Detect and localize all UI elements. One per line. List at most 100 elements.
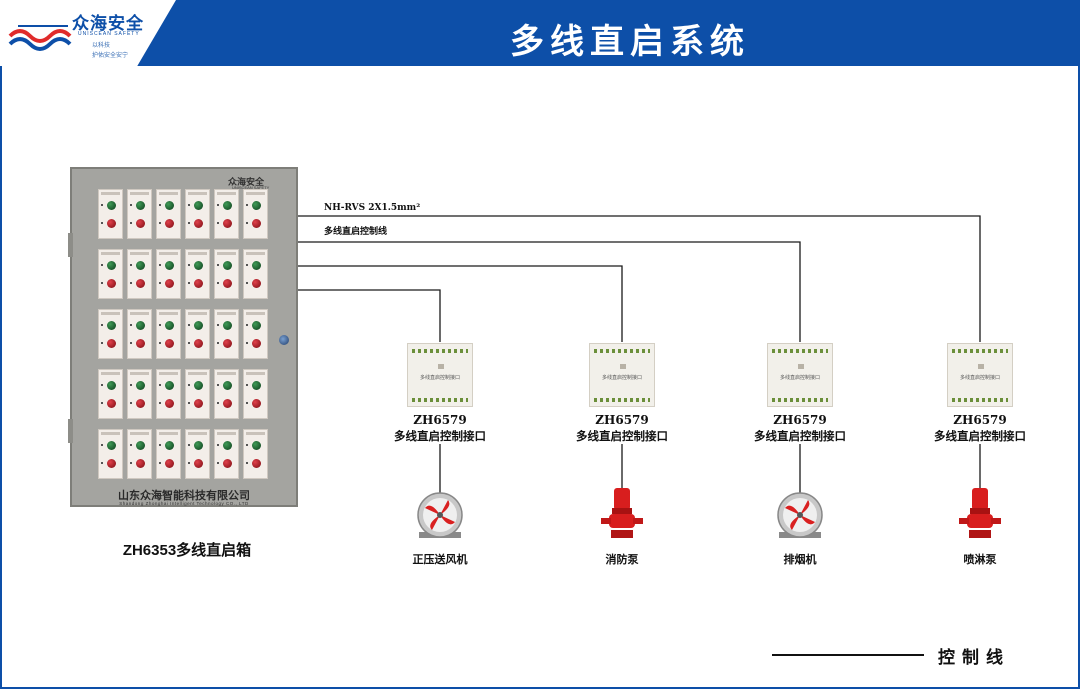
start-button-icon[interactable]	[165, 321, 174, 330]
stop-button-icon[interactable]	[223, 459, 232, 468]
start-button-icon[interactable]	[165, 201, 174, 210]
indicator-dot-icon	[188, 324, 190, 326]
stop-button-icon[interactable]	[107, 459, 116, 468]
start-button-icon[interactable]	[136, 201, 145, 210]
stop-button-icon[interactable]	[252, 339, 261, 348]
start-button-icon[interactable]	[194, 201, 203, 210]
start-button-icon[interactable]	[107, 381, 116, 390]
stop-button-icon[interactable]	[136, 279, 145, 288]
start-button-icon[interactable]	[252, 201, 261, 210]
module-label-plate	[217, 372, 236, 375]
device-label-2: 多线直启控制接口	[576, 431, 668, 443]
device-panel-text: 多线直启控制接口	[779, 375, 820, 381]
stop-button-icon[interactable]	[194, 219, 203, 228]
start-button-icon[interactable]	[194, 381, 203, 390]
module-label-plate	[159, 312, 178, 315]
stop-button-icon[interactable]	[136, 219, 145, 228]
start-button-icon[interactable]	[223, 261, 232, 270]
control-module	[98, 369, 123, 419]
device-label-1: 多线直启控制接口	[394, 431, 486, 443]
device-model-3: ZH6579	[773, 413, 827, 427]
stop-button-icon[interactable]	[107, 399, 116, 408]
start-button-icon[interactable]	[223, 201, 232, 210]
start-button-icon[interactable]	[194, 261, 203, 270]
start-button-icon[interactable]	[107, 441, 116, 450]
start-button-icon[interactable]	[194, 441, 203, 450]
indicator-dot-icon	[159, 222, 161, 224]
control-module	[156, 249, 181, 299]
stop-button-icon[interactable]	[223, 339, 232, 348]
start-button-icon[interactable]	[165, 381, 174, 390]
start-button-icon[interactable]	[223, 441, 232, 450]
stop-button-icon[interactable]	[223, 399, 232, 408]
terminal-row	[952, 398, 1008, 402]
control-module	[185, 189, 210, 239]
module-label-plate	[159, 372, 178, 375]
wire-type-label: 多线直启控制线	[324, 226, 388, 236]
pump-icon	[601, 488, 643, 538]
start-button-icon[interactable]	[107, 201, 116, 210]
start-button-icon[interactable]	[136, 261, 145, 270]
logo-slogan-1: 以科技	[92, 43, 111, 49]
module-label-plate	[217, 312, 236, 315]
start-button-icon[interactable]	[107, 321, 116, 330]
stop-button-icon[interactable]	[136, 339, 145, 348]
start-button-icon[interactable]	[252, 261, 261, 270]
stop-button-icon[interactable]	[194, 399, 203, 408]
stop-button-icon[interactable]	[136, 459, 145, 468]
start-button-icon[interactable]	[107, 261, 116, 270]
indicator-icon	[438, 364, 444, 369]
stop-button-icon[interactable]	[194, 459, 203, 468]
start-button-icon[interactable]	[136, 321, 145, 330]
indicator-dot-icon	[130, 462, 132, 464]
indicator-dot-icon	[130, 222, 132, 224]
stop-button-icon[interactable]	[165, 339, 174, 348]
start-button-icon[interactable]	[223, 381, 232, 390]
indicator-dot-icon	[246, 282, 248, 284]
stop-button-icon[interactable]	[252, 219, 261, 228]
start-button-icon[interactable]	[194, 321, 203, 330]
stop-button-icon[interactable]	[194, 339, 203, 348]
stop-button-icon[interactable]	[252, 459, 261, 468]
stop-button-icon[interactable]	[165, 399, 174, 408]
control-cabinet: 众海安全 UNISCEAN SAFETY 山东众海智能科技有限公司 Shando…	[68, 167, 298, 507]
control-module	[214, 249, 239, 299]
indicator-dot-icon	[188, 402, 190, 404]
legend-line-sample	[772, 654, 924, 656]
start-button-icon[interactable]	[252, 381, 261, 390]
module-label-plate	[188, 312, 207, 315]
stop-button-icon[interactable]	[107, 279, 116, 288]
start-button-icon[interactable]	[252, 321, 261, 330]
control-module	[98, 249, 123, 299]
device-panel-text: 多线直启控制接口	[601, 375, 642, 381]
stop-button-icon[interactable]	[223, 279, 232, 288]
module-label-plate	[246, 252, 265, 255]
stop-button-icon[interactable]	[136, 399, 145, 408]
indicator-dot-icon	[217, 342, 219, 344]
stop-button-icon[interactable]	[165, 459, 174, 468]
terminal-row	[412, 349, 468, 353]
start-button-icon[interactable]	[223, 321, 232, 330]
indicator-dot-icon	[101, 462, 103, 464]
stop-button-icon[interactable]	[107, 339, 116, 348]
stop-button-icon[interactable]	[165, 219, 174, 228]
start-button-icon[interactable]	[165, 261, 174, 270]
stop-button-icon[interactable]	[194, 279, 203, 288]
indicator-dot-icon	[159, 402, 161, 404]
start-button-icon[interactable]	[165, 441, 174, 450]
start-button-icon[interactable]	[252, 441, 261, 450]
stop-button-icon[interactable]	[223, 219, 232, 228]
module-label-plate	[217, 192, 236, 195]
indicator-dot-icon	[130, 264, 132, 266]
stop-button-icon[interactable]	[252, 279, 261, 288]
stop-button-icon[interactable]	[252, 399, 261, 408]
control-module	[156, 369, 181, 419]
start-button-icon[interactable]	[136, 441, 145, 450]
indicator-dot-icon	[130, 282, 132, 284]
stop-button-icon[interactable]	[165, 279, 174, 288]
indicator-icon	[978, 364, 984, 369]
interface-device-3: 多线直启控制接口	[767, 343, 833, 407]
indicator-dot-icon	[101, 384, 103, 386]
stop-button-icon[interactable]	[107, 219, 116, 228]
start-button-icon[interactable]	[136, 381, 145, 390]
